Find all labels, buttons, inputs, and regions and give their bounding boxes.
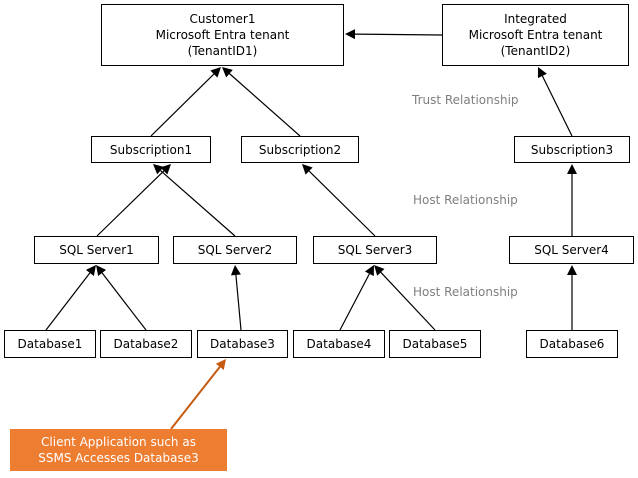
host-relationship-label-lower: Host Relationship <box>413 285 518 299</box>
subscription2-box: Subscription2 <box>241 136 359 163</box>
database1-box: Database1 <box>4 330 96 358</box>
tenant-integrated-line3: (TenantID2) <box>500 44 571 58</box>
connector-arrow-13 <box>567 265 577 330</box>
connector-arrow-11 <box>339 265 374 331</box>
connector-line <box>45 272 91 331</box>
tenant-integrated-line1: Integrated <box>504 12 567 26</box>
connector-line <box>339 273 370 331</box>
connector-arrow-3 <box>537 67 573 137</box>
connector-line <box>380 271 436 331</box>
database5-box: Database5 <box>389 330 481 358</box>
arrowhead <box>153 164 164 175</box>
arrowhead <box>364 265 374 277</box>
sql-server2-box: SQL Server2 <box>173 236 297 264</box>
sql-server1-label: SQL Server1 <box>59 243 134 257</box>
arrowhead <box>537 67 547 79</box>
database5-label: Database5 <box>402 337 468 351</box>
arrowhead <box>345 29 356 40</box>
connector-arrow-12 <box>374 265 436 331</box>
client-application-callout: Client Application such as SSMS Accesses… <box>10 429 227 471</box>
client-application-line1: Client Application such as <box>41 435 196 449</box>
connector-line <box>160 170 236 237</box>
connector-arrow-6 <box>302 164 376 237</box>
arrowhead <box>222 67 233 78</box>
arrowhead <box>96 265 107 276</box>
database6-box: Database6 <box>526 330 618 358</box>
connector-line <box>308 170 376 237</box>
connector-arrow-0 <box>345 29 443 40</box>
tenant-customer1-line3: (TenantID1) <box>187 44 258 58</box>
sql-server1-box: SQL Server1 <box>34 236 159 264</box>
arrowhead <box>85 265 96 276</box>
connector-arrow-4 <box>96 164 171 237</box>
arrowhead <box>567 164 577 174</box>
connector-line <box>170 366 221 430</box>
connector-line <box>235 274 242 331</box>
arrowhead <box>230 265 241 276</box>
sql-server3-label: SQL Server3 <box>337 243 413 257</box>
subscription2-label: Subscription2 <box>258 142 342 157</box>
tenant-customer1-line2: Microsoft Entra tenant <box>155 28 290 42</box>
arrowhead <box>215 359 226 370</box>
database4-box: Database4 <box>293 330 385 358</box>
arrowhead <box>302 164 313 175</box>
sql-server2-label: SQL Server2 <box>197 243 273 257</box>
connector-line <box>354 33 443 36</box>
connector-arrow-7 <box>567 164 577 236</box>
database4-label: Database4 <box>306 337 372 351</box>
sql-server4-label: SQL Server4 <box>534 243 609 257</box>
tenant-integrated: Integrated Microsoft Entra tenant (Tenan… <box>442 4 629 66</box>
connector-line <box>96 170 165 237</box>
database3-box: Database3 <box>197 330 288 358</box>
database6-label: Database6 <box>539 337 605 351</box>
connector-arrow-8 <box>45 265 96 331</box>
client-application-line2: SSMS Accesses Database3 <box>38 451 199 465</box>
tenant-customer1: Customer1 Microsoft Entra tenant (Tenant… <box>101 4 344 66</box>
database1-label: Database1 <box>17 337 83 351</box>
arrowhead <box>374 265 385 276</box>
connector-arrow-9 <box>96 265 147 331</box>
connector-arrow-5 <box>153 164 236 237</box>
database3-label: Database3 <box>210 337 275 351</box>
connector-line <box>150 73 215 137</box>
subscription3-box: Subscription3 <box>514 136 630 163</box>
connector-arrow-1 <box>150 67 221 137</box>
connector-line <box>541 75 573 137</box>
host-relationship-label-upper: Host Relationship <box>413 193 518 207</box>
connector-arrow-2 <box>222 67 301 137</box>
connector-arrow-10 <box>230 265 242 331</box>
arrowhead <box>210 67 221 78</box>
sql-server4-box: SQL Server4 <box>509 236 634 264</box>
sql-server3-box: SQL Server3 <box>313 236 437 264</box>
connector-arrow-14 <box>170 359 226 430</box>
tenant-integrated-line2: Microsoft Entra tenant <box>468 28 603 42</box>
database2-box: Database2 <box>100 330 192 358</box>
subscription3-label: Subscription3 <box>530 142 614 157</box>
arrowhead <box>567 265 577 275</box>
subscription1-label: Subscription1 <box>109 142 193 157</box>
connector-line <box>101 272 147 331</box>
connector-line <box>229 73 301 137</box>
trust-relationship-label: Trust Relationship <box>412 93 519 107</box>
subscription1-box: Subscription1 <box>91 136 211 163</box>
database2-label: Database2 <box>113 337 179 351</box>
tenant-customer1-line1: Customer1 <box>189 12 256 26</box>
